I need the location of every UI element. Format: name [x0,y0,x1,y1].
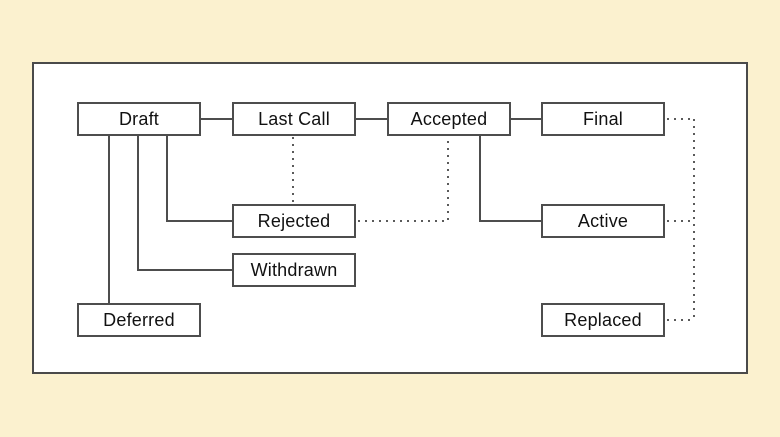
edge-draft-rejected [166,135,232,222]
state-box-deferred: Deferred [77,303,201,337]
state-label-withdrawn: Withdrawn [250,259,338,280]
state-box-draft: Draft [77,102,201,136]
state-box-rejected: Rejected [232,204,356,238]
diagram-panel: Draft Last Call Accepted Final Rejected … [32,62,748,374]
state-box-withdrawn: Withdrawn [232,253,356,287]
state-label-accepted: Accepted [410,108,488,129]
edge-rejected-accepted-dotted [358,137,449,222]
state-box-accepted: Accepted [387,102,511,136]
edge-accepted-active [479,135,541,222]
state-label-final: Final [582,108,623,129]
state-box-active: Active [541,204,665,238]
state-label-rejected: Rejected [257,210,331,231]
state-label-replaced: Replaced [564,309,642,330]
state-box-final: Final [541,102,665,136]
state-box-last-call: Last Call [232,102,356,136]
state-label-draft: Draft [118,108,159,129]
connector-layer [108,118,695,321]
state-label-deferred: Deferred [103,309,175,330]
state-box-replaced: Replaced [541,303,665,337]
state-label-active: Active [577,210,629,231]
edge-draft-withdrawn [137,135,232,271]
state-label-last-call: Last Call [258,108,330,129]
